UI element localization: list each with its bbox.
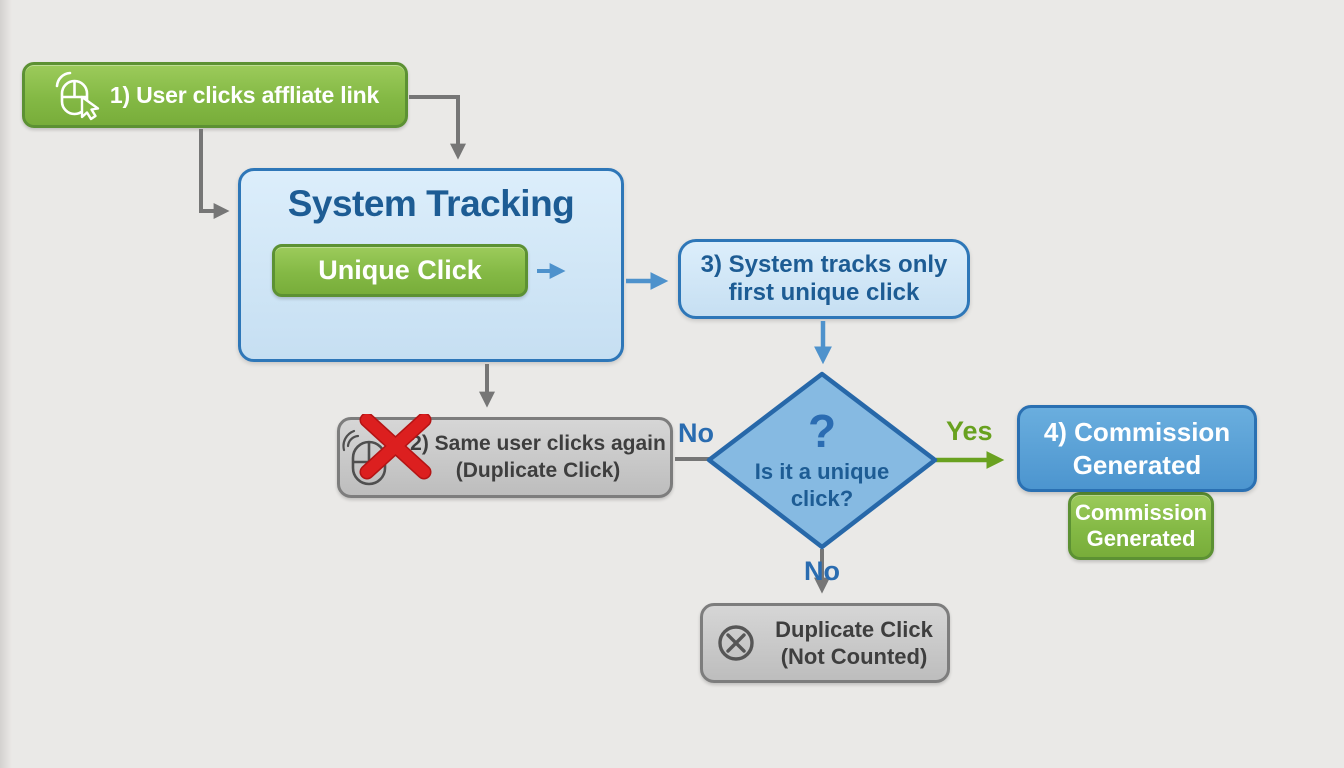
circle-x-icon: [718, 625, 754, 661]
commission-badge-line1: Commission: [1074, 499, 1208, 525]
node-tracks-first-click: 3) System tracks only first unique click: [678, 239, 970, 319]
decision-line2: click?: [790, 486, 854, 511]
edge-label-yes: Yes: [946, 416, 993, 446]
unique-click-chip: Unique Click: [272, 244, 528, 297]
arrow-step1-to-system-top: [409, 95, 466, 160]
node-tracks-first-click-line2: first unique click: [728, 279, 920, 306]
node-user-clicks-link: 1) User clicks affliate link: [22, 62, 408, 128]
node-user-clicks-link-label: 1) User clicks affliate link: [109, 81, 380, 108]
mouse-click-icon: [55, 71, 100, 121]
unique-click-chip-label: Unique Click: [318, 255, 482, 285]
mouse-blocked-icon: [342, 414, 432, 486]
question-mark: ?: [807, 404, 837, 457]
decision-line1: Is it a unique: [754, 458, 890, 484]
commission-badge: Commission Generated: [1068, 492, 1214, 560]
node-commission-generated-line2: Generated: [1072, 449, 1202, 480]
edge-label-no-left: No: [678, 418, 714, 448]
left-edge-shading: [0, 0, 12, 768]
arrow-step1-to-system-left: [199, 129, 230, 219]
node-same-user-clicks-line1: 2) Same user clicks again: [410, 432, 666, 456]
decision-diamond-text: ? Is it a unique click?: [705, 378, 939, 542]
node-tracks-first-click-line1: 3) System tracks only: [700, 250, 948, 278]
node-duplicate-not-counted: Duplicate Click (Not Counted): [700, 603, 950, 683]
node-duplicate-not-counted-line2: (Not Counted): [780, 644, 928, 669]
node-commission-generated: 4) Commission Generated: [1017, 405, 1257, 492]
commission-badge-line2: Generated: [1086, 526, 1196, 551]
node-same-user-clicks-line2: (Duplicate Click): [455, 458, 621, 482]
red-x-icon: [359, 414, 432, 480]
node-duplicate-not-counted-line1: Duplicate Click: [775, 616, 933, 642]
system-tracking-title: System Tracking: [287, 183, 575, 224]
node-commission-generated-line1: 4) Commission: [1043, 417, 1231, 447]
edge-label-no-bottom: No: [804, 556, 840, 586]
